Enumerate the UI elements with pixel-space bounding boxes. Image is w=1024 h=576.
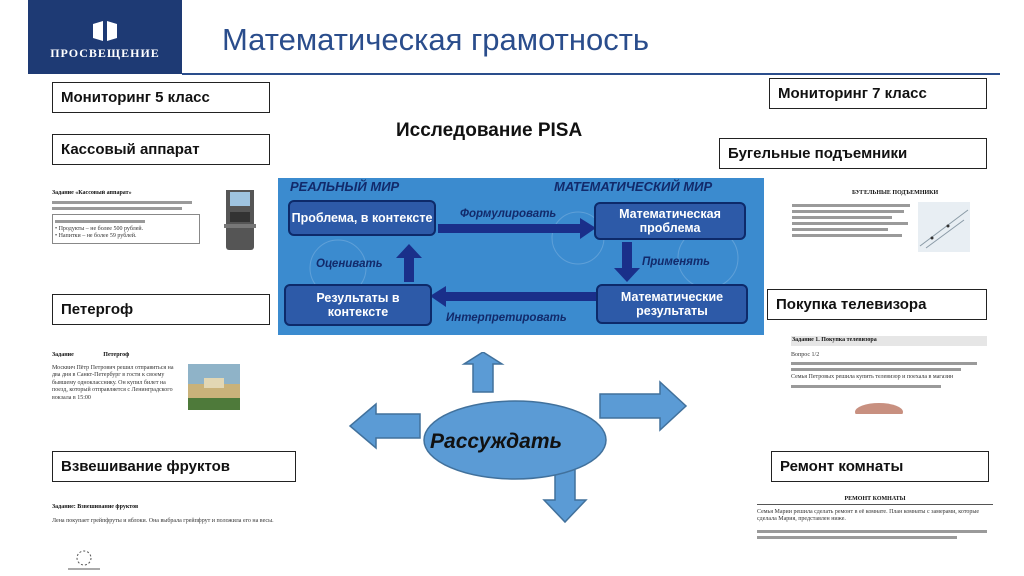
apply-label: Применять xyxy=(642,256,710,268)
repair-task-title: РЕМОНТ КОМНАТЫ xyxy=(844,496,906,502)
arrow-left-icon xyxy=(348,402,421,450)
fruits-task-preview: Задание: Взвешивание фруктов Лена покупа… xyxy=(52,504,292,574)
atm-image xyxy=(224,190,256,250)
math-results-box: Математические результаты xyxy=(596,284,748,324)
brand-logo: ПРОСВЕЩЕНИЕ xyxy=(28,0,182,74)
label-monitoring-7: Мониторинг 7 класс xyxy=(769,78,987,109)
cash-register-line-2: • Напитки – не более 59 рублей. xyxy=(55,233,137,239)
fruits-task-title: Задание: Взвешивание фруктов xyxy=(52,504,139,510)
label-lifts: Бугельные подъемники xyxy=(719,138,987,169)
ski-slope-photo xyxy=(918,202,970,252)
fruits-task-text: Лена покупает грейпфруты и яблоки. Она в… xyxy=(52,517,274,524)
tv-task-text-2: Семья Петровых решила купить телевизор и… xyxy=(791,374,954,380)
title-divider xyxy=(182,73,1000,75)
problem-in-context-box: Проблема, в контексте xyxy=(288,200,436,236)
formulate-label: Формулировать xyxy=(460,208,557,220)
reasoning-ellipse xyxy=(423,400,607,480)
arrow-right-icon xyxy=(599,380,688,432)
peterhof-task-title: Задание xyxy=(52,352,74,358)
tv-task-text: Вопрос 1/2 xyxy=(791,351,820,358)
cash-register-task-title: Задание «Кассовый аппарат» xyxy=(52,190,132,196)
logo-text: ПРОСВЕЩЕНИЕ xyxy=(50,46,160,60)
logo-mark-icon xyxy=(93,21,117,41)
math-problem-box: Математическая проблема xyxy=(594,202,746,240)
scale-sketch xyxy=(68,550,100,570)
interpret-label: Интерпретировать xyxy=(446,312,567,324)
tv-task-preview: Задание 1. Покупка телевизора Вопрос 1/2… xyxy=(791,336,987,416)
peterhof-task-text: Москвич Пётр Петрович решил отправиться … xyxy=(52,364,174,401)
label-monitoring-5: Мониторинг 5 класс xyxy=(52,82,270,113)
tv-task-title: Задание 1. Покупка телевизора xyxy=(792,337,877,343)
math-world-header: МАТЕМАТИЧЕСКИЙ МИР xyxy=(554,179,713,194)
lifts-task-preview: БУГЕЛЬНЫЕ ПОДЪЁМНИКИ xyxy=(792,190,1006,260)
tv-photo xyxy=(855,403,903,414)
label-repair: Ремонт комнаты xyxy=(771,451,989,482)
peterhof-task-preview: Задание Петергоф Москвич Пётр Петрович р… xyxy=(52,352,292,422)
pisa-cycle-diagram: РЕАЛЬНЫЙ МИР МАТЕМАТИЧЕСКИЙ МИР Проблема… xyxy=(278,178,764,335)
repair-task-text: Семья Марии решила сделать ремонт в её к… xyxy=(757,508,980,523)
cash-register-task-preview: Задание «Кассовый аппарат» • Продукты – … xyxy=(52,190,267,268)
evaluate-label: Оценивать xyxy=(316,258,383,270)
label-cash-register: Кассовый аппарат xyxy=(52,134,270,165)
pisa-heading: Исследование PISA xyxy=(396,120,583,141)
arrow-up-icon xyxy=(461,352,505,393)
peterhof-task-title-2: Петергоф xyxy=(103,352,130,358)
label-tv: Покупка телевизора xyxy=(767,289,987,320)
reasoning-arrows xyxy=(348,352,688,524)
repair-task-preview: РЕМОНТ КОМНАТЫ Семья Марии решила сделат… xyxy=(757,496,993,574)
label-fruits: Взвешивание фруктов xyxy=(52,451,296,482)
reasoning-label: Рассуждать xyxy=(430,430,562,453)
results-in-context-box: Результаты в контексте xyxy=(284,284,432,326)
label-peterhof: Петергоф xyxy=(52,294,270,325)
page-title: Математическая грамотность xyxy=(222,22,650,57)
peterhof-photo xyxy=(188,364,240,410)
lifts-task-title: БУГЕЛЬНЫЕ ПОДЪЁМНИКИ xyxy=(852,190,939,196)
cash-register-line-1: • Продукты – не более 500 рублей. xyxy=(55,225,144,232)
real-world-header: РЕАЛЬНЫЙ МИР xyxy=(290,179,400,194)
